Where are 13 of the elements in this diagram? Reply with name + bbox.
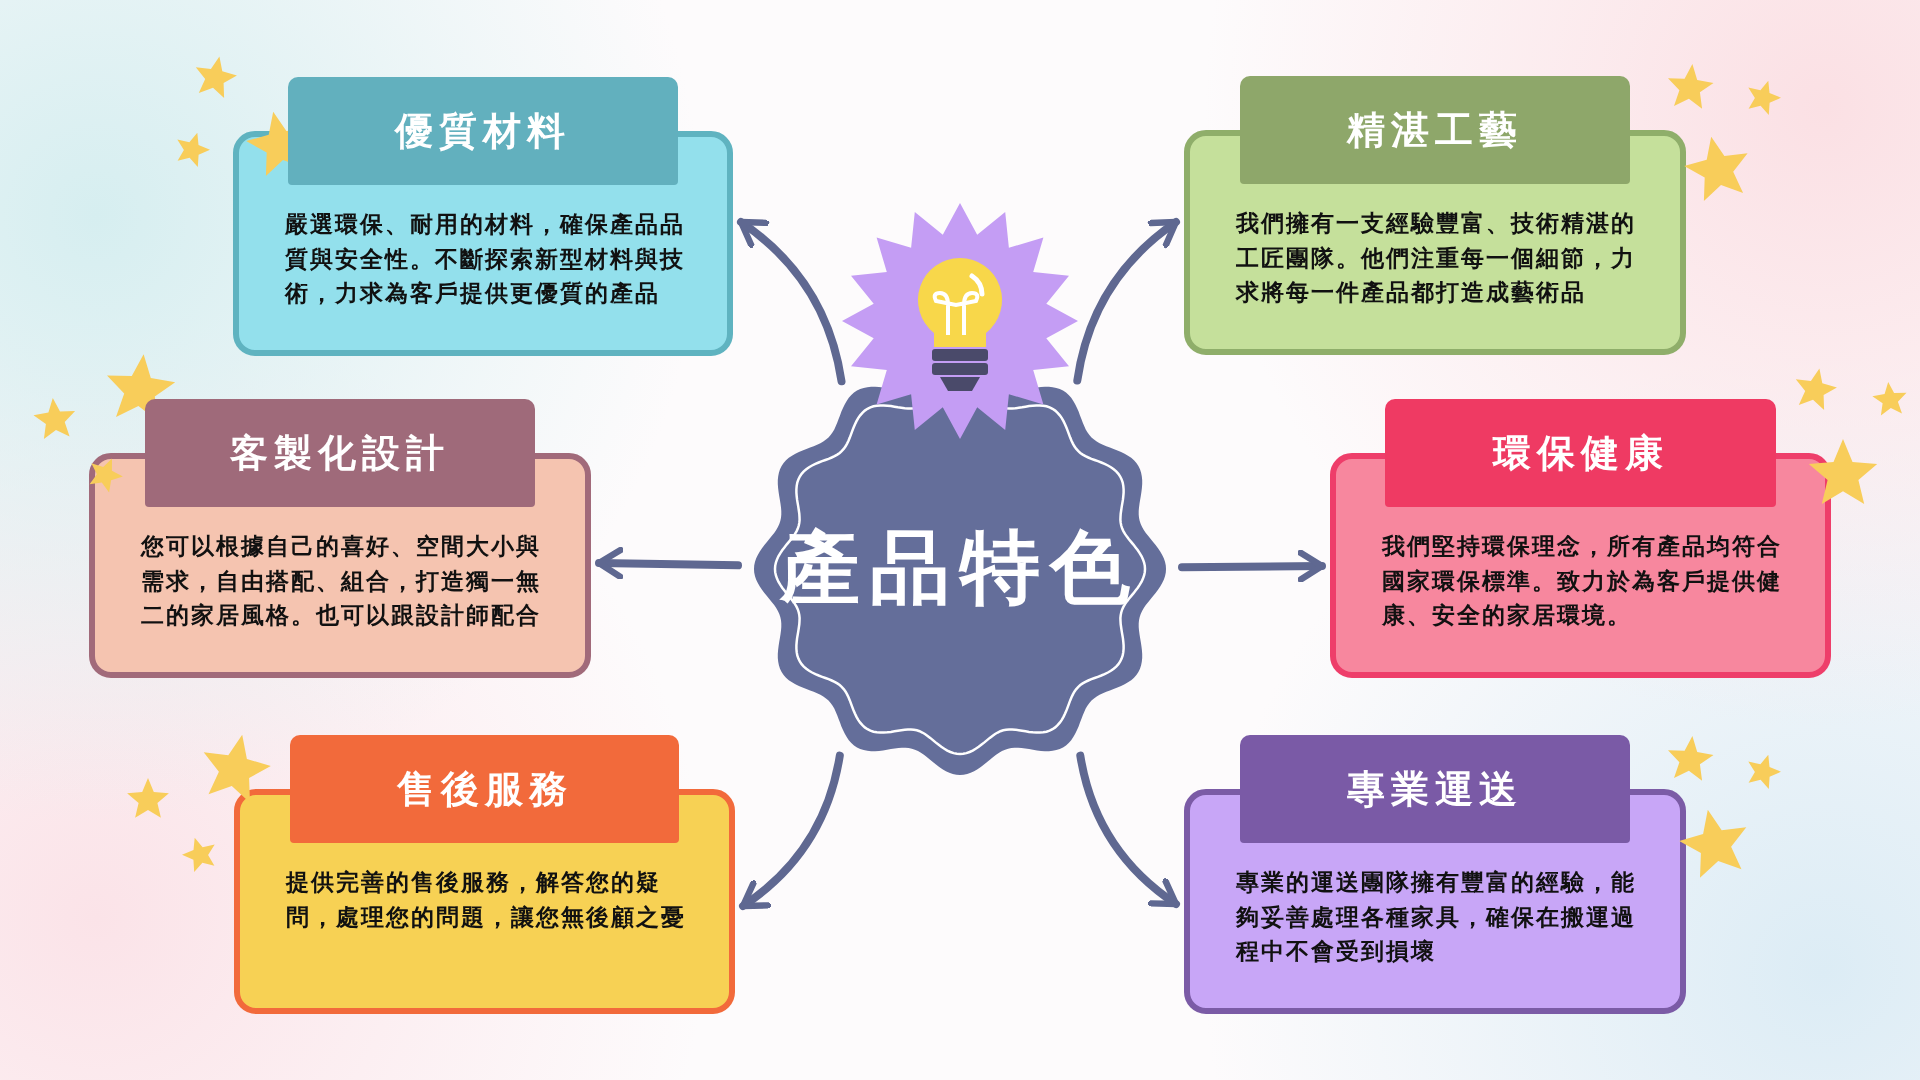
card-heading: 專業運送 [1240,735,1630,843]
arrow [737,218,846,386]
arrow [1178,549,1326,583]
arrow [1073,218,1180,385]
card-heading: 售後服務 [290,735,679,843]
card-heading: 客製化設計 [145,399,535,507]
arrow [595,546,743,580]
card-heading: 精湛工藝 [1240,76,1630,184]
arrow [739,751,844,910]
center-title: 產品特色 [780,520,1140,616]
arrow [1076,751,1180,908]
card-heading: 優質材料 [288,77,678,185]
card-heading: 環保健康 [1385,399,1776,507]
